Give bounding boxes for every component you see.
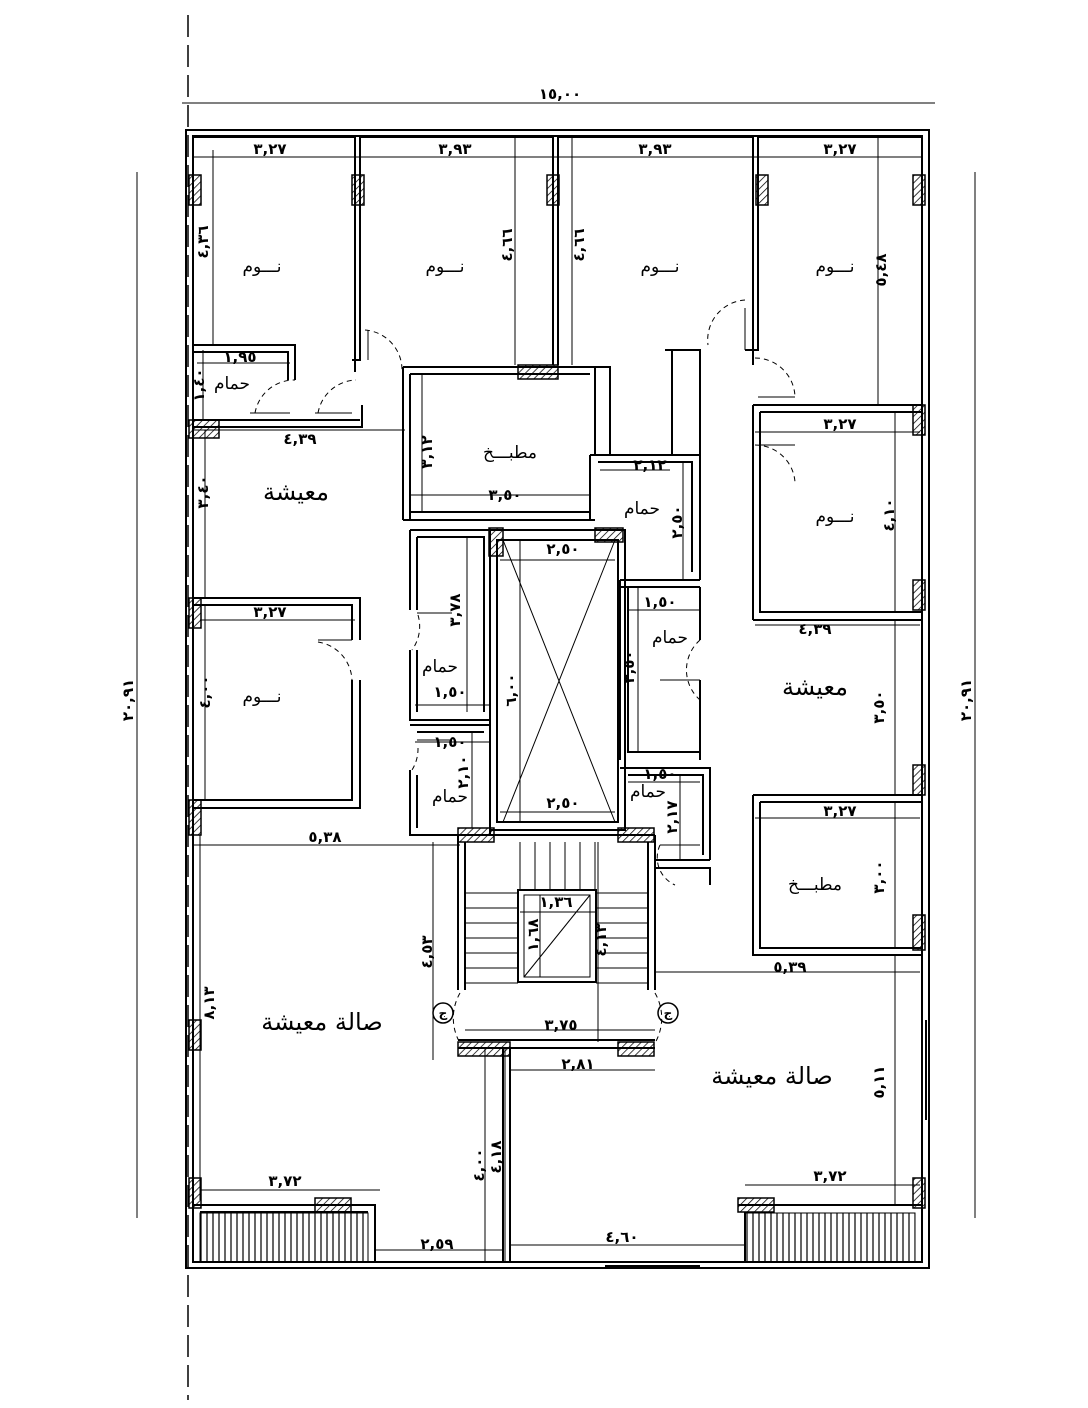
room-label-kitchen: مطبـــخ	[788, 875, 842, 895]
balcony-right	[744, 1212, 916, 1263]
dim-label: ٣,٢٧	[253, 140, 286, 158]
dim-label: ٤,٥٣	[418, 935, 436, 968]
dim-label: ٥,٣٩	[773, 958, 806, 976]
room-label-bedroom: نـــوم	[426, 257, 465, 277]
dim-label: ١,٥٠	[643, 765, 676, 783]
dim-label: ٥,٤٨	[872, 253, 890, 286]
elevator-shaft	[517, 889, 597, 983]
dim-label: ١,٣٦	[539, 893, 572, 911]
dim-label: ٦,٠٠	[502, 673, 520, 706]
room-label-living-hall: صالة معيشة	[711, 1062, 832, 1090]
dim-label: ٨,١٣	[200, 986, 218, 1019]
dim-label: ٣,٧٢	[268, 1172, 301, 1190]
dim-label: ٣,٢٧	[823, 415, 856, 433]
dim-label: ٥,١١	[870, 1065, 888, 1098]
entry-marker-left-label: ج	[439, 1006, 448, 1020]
dim-label: ٢,٥٩	[420, 1235, 453, 1253]
dim-label: ٤,١٠	[880, 498, 898, 531]
dim-label: ١,٤٠	[190, 368, 208, 401]
doors[interactable]	[250, 299, 796, 1044]
dim-label: ٤,٣٩	[283, 430, 316, 448]
dim-label: ٣,٩٣	[638, 140, 671, 158]
dim-label: ٤,٠٠	[470, 1148, 488, 1181]
dim-label: ١,٦٨	[524, 918, 542, 951]
dim-label: ٢,٨١	[561, 1055, 594, 1073]
dim-label: ٣,٥٠	[488, 486, 521, 504]
room-label-bathroom: حمام	[432, 787, 468, 807]
dim-label: ٣,٥٠	[870, 690, 888, 723]
entry-marker-right	[657, 1002, 679, 1024]
room-label-bathroom: حمام	[214, 374, 250, 394]
dim-label: ٥,٣٨	[308, 828, 341, 846]
room-label-living: معيشة	[782, 673, 848, 701]
balcony-left	[199, 1212, 369, 1263]
overall-depth-right-label: ٢٠,٩١	[957, 679, 975, 721]
overall-width-label: ١٥,٠٠	[539, 85, 581, 103]
dim-label: ٣,٠٠	[870, 860, 888, 893]
dim-label: ١,٥٠	[433, 683, 466, 701]
dim-label: ٢,٥٠	[546, 540, 579, 558]
dim-label: ١,٩٥	[223, 348, 256, 366]
dim-label: ٤,٦٦	[498, 228, 516, 261]
dim-label: ٢,١٢	[633, 456, 666, 474]
room-label-bathroom: حمام	[630, 782, 666, 802]
dim-label: ٣,٢٧	[823, 802, 856, 820]
entry-markers: ج ج	[432, 1002, 679, 1024]
dim-label: ٣,٥٠	[620, 650, 638, 683]
dim-label: ٣,٤٠	[194, 475, 212, 508]
dim-label: ٣,٧٥	[544, 1016, 577, 1034]
room-label-bathroom: حمام	[652, 628, 688, 648]
stair[interactable]	[465, 842, 648, 984]
structural-columns	[188, 174, 926, 1213]
dim-label: ٣,٢٧	[253, 603, 286, 621]
room-label-bedroom: نـــوم	[641, 257, 680, 277]
room-label-bedroom: نـــوم	[243, 257, 282, 277]
room-label-bathroom: حمام	[422, 657, 458, 677]
dim-label: ٣,٩٣	[438, 140, 471, 158]
room-labels: نـــوم نـــوم نـــوم نـــوم حمام مطبـــخ…	[214, 257, 855, 1090]
room-label-bedroom: نـــوم	[816, 507, 855, 527]
room-label-bedroom: نـــوم	[243, 687, 282, 707]
room-label-living: معيشة	[263, 478, 329, 506]
dim-label: ٤,٣٦	[194, 225, 212, 258]
room-label-kitchen: مطبـــخ	[483, 443, 537, 463]
room-label-living-hall: صالة معيشة	[261, 1008, 382, 1036]
dimension-lines	[193, 137, 922, 1262]
dim-label: ١,٥٠	[643, 593, 676, 611]
entry-marker-right-label: ج	[664, 1006, 673, 1020]
dim-label: ٢,١٧	[663, 800, 681, 833]
dim-label: ١,٥٠	[433, 733, 466, 751]
dim-label: ٤,٦٦	[570, 228, 588, 261]
overall-dimensions: ١٥,٠٠ ٢٠,٩١ ٢٠,٩١	[119, 85, 976, 1218]
dim-label: ٤,٠٠	[196, 675, 214, 708]
dim-label: ٢,١٠	[454, 755, 472, 788]
room-label-bathroom: حمام	[624, 499, 660, 519]
interior-walls	[193, 136, 927, 1267]
dim-label: ٣,٧٢	[813, 1167, 846, 1185]
dimension-labels: ٣,٢٧ ٣,٩٣ ٣,٩٣ ٣,٢٧ ٤,٣٦ ٤,٦٦ ٤,٦٦ ٥,٤٨ …	[190, 140, 898, 1253]
overall-depth-left-label: ٢٠,٩١	[119, 679, 137, 721]
dim-label: ٤,٦٠	[605, 1228, 638, 1246]
dim-label: ٣,٢٧	[823, 140, 856, 158]
dim-label: ٣,٧٨	[446, 593, 464, 626]
entry-marker-left	[432, 1002, 454, 1024]
dim-label: ٣,١٢	[418, 435, 436, 468]
dim-label: ٢,٥٠	[668, 505, 686, 538]
dim-label: ٤,١٨	[487, 1140, 505, 1173]
dim-label: ٢,٥٠	[546, 794, 579, 812]
dim-label: ٤,٣٩	[798, 620, 831, 638]
room-label-bedroom: نـــوم	[816, 257, 855, 277]
dim-label: ٤,١٣	[592, 923, 610, 956]
